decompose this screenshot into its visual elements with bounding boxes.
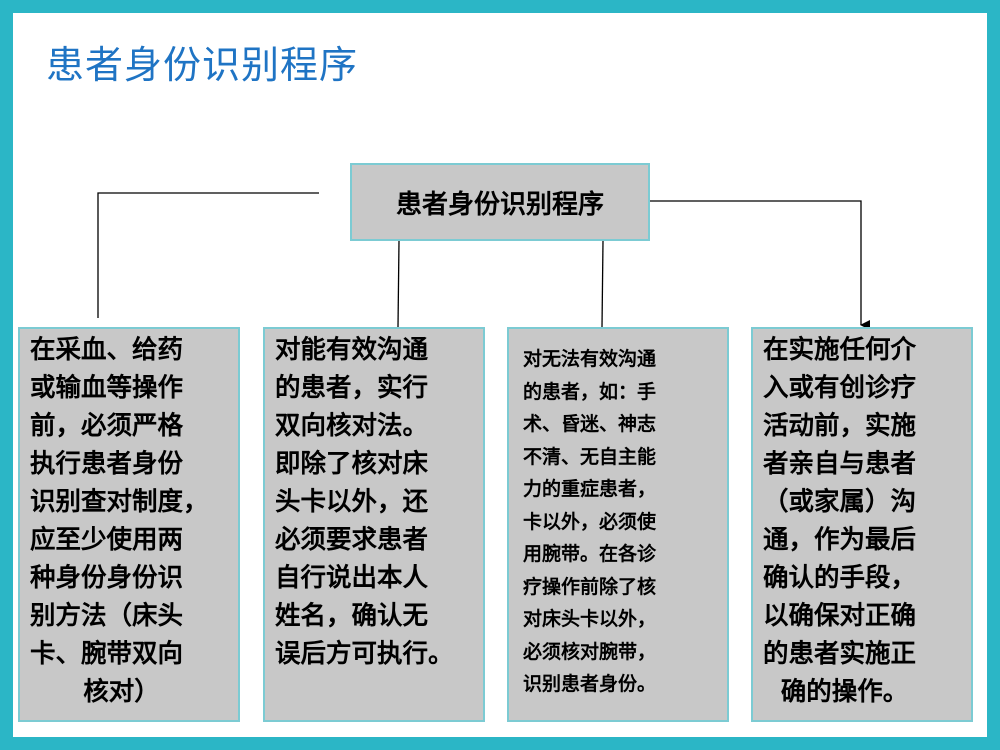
root-node: 患者身份识别程序 (350, 163, 650, 241)
node-communicative-patients: 对能有效沟通 的患者，实行 双向核对法。 即除了核对床 头卡以外，还 必须要求患… (263, 327, 485, 722)
node-non-communicative-patients: 对无法有效沟通 的患者，如：手 术、昏迷、神志 不清、无自主能 力的重症患者， … (507, 327, 729, 722)
slide-title: 患者身份识别程序 (46, 43, 359, 87)
connector-mid-left (397, 240, 400, 328)
connector-left (97, 192, 319, 318)
connector-right-arrow (650, 200, 870, 330)
node-invasive-procedures: 在实施任何介 入或有创诊疗 活动前，实施 者亲自与患者 （或家属）沟 通，作为最… (751, 327, 973, 722)
node-blood-drug-transfusion: 在采血、给药 或输血等操作 前，必须严格 执行患者身份 识别查对制度， 应至少使… (18, 327, 240, 722)
connector-mid-right (601, 240, 604, 328)
